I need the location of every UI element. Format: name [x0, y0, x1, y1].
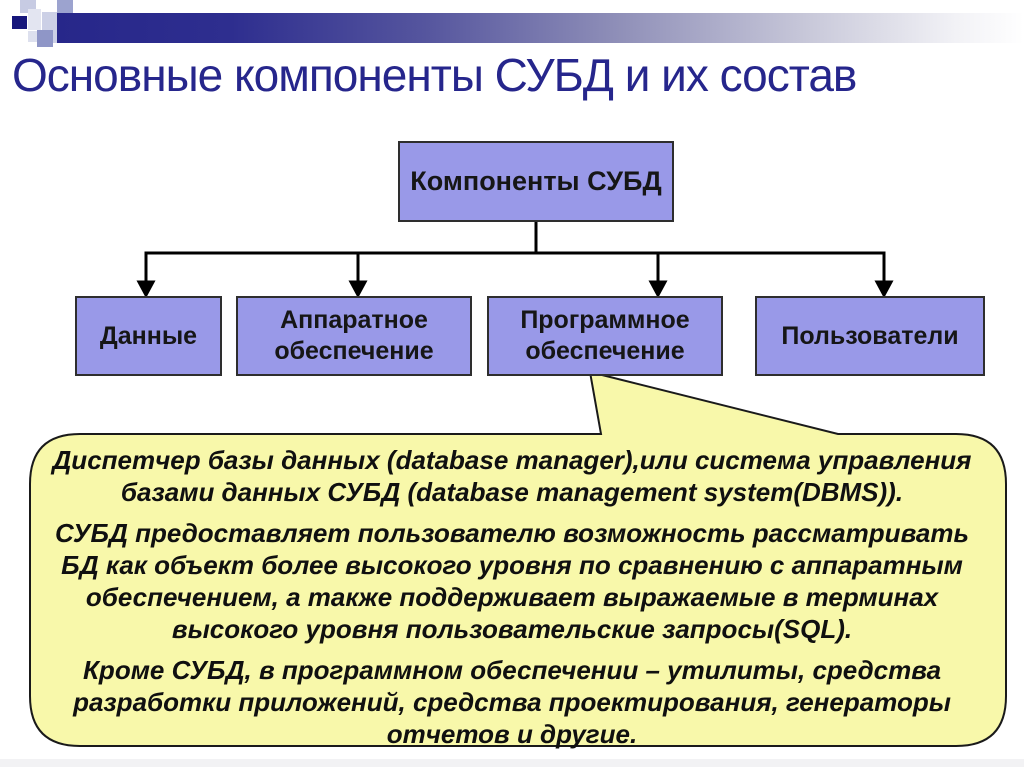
deco-square-small-light: [28, 31, 37, 42]
node-software: Программное обеспечение: [487, 296, 723, 376]
header-gradient-bar: [57, 13, 1024, 43]
deco-square-medium: [37, 30, 53, 47]
slide-title: Основные компоненты СУБД и их состав: [12, 49, 857, 101]
node-users: Пользователи: [755, 296, 985, 376]
node-software-label: Программное обеспечение: [520, 305, 690, 365]
node-data-label: Данные: [99, 321, 198, 350]
node-hardware: Аппаратное обеспечение: [236, 296, 472, 376]
arrowhead-4: [874, 280, 894, 299]
bottom-edge-strip: [0, 759, 1024, 767]
node-hardware-label: Аппаратное обеспечение: [274, 305, 434, 365]
callout-paragraph-1: Диспетчер базы данных (database manager)…: [52, 445, 972, 507]
arrowhead-1: [136, 280, 156, 299]
node-data: Данные: [75, 296, 222, 376]
node-users-label: Пользователи: [781, 321, 959, 350]
callout-text-block: Диспетчер базы данных (database manager)…: [44, 444, 980, 750]
node-root-label: Компоненты СУБД: [410, 166, 662, 196]
arrowhead-2: [348, 280, 368, 299]
callout-paragraph-2: СУБД предоставляет пользователю возможно…: [55, 518, 969, 644]
callout-paragraph-3: Кроме СУБД, в программном обеспечении – …: [73, 655, 951, 749]
node-components-root: Компоненты СУБД: [398, 141, 674, 222]
deco-square-pale: [28, 9, 41, 30]
deco-square-navy: [12, 16, 27, 29]
arrowhead-3: [648, 280, 668, 299]
